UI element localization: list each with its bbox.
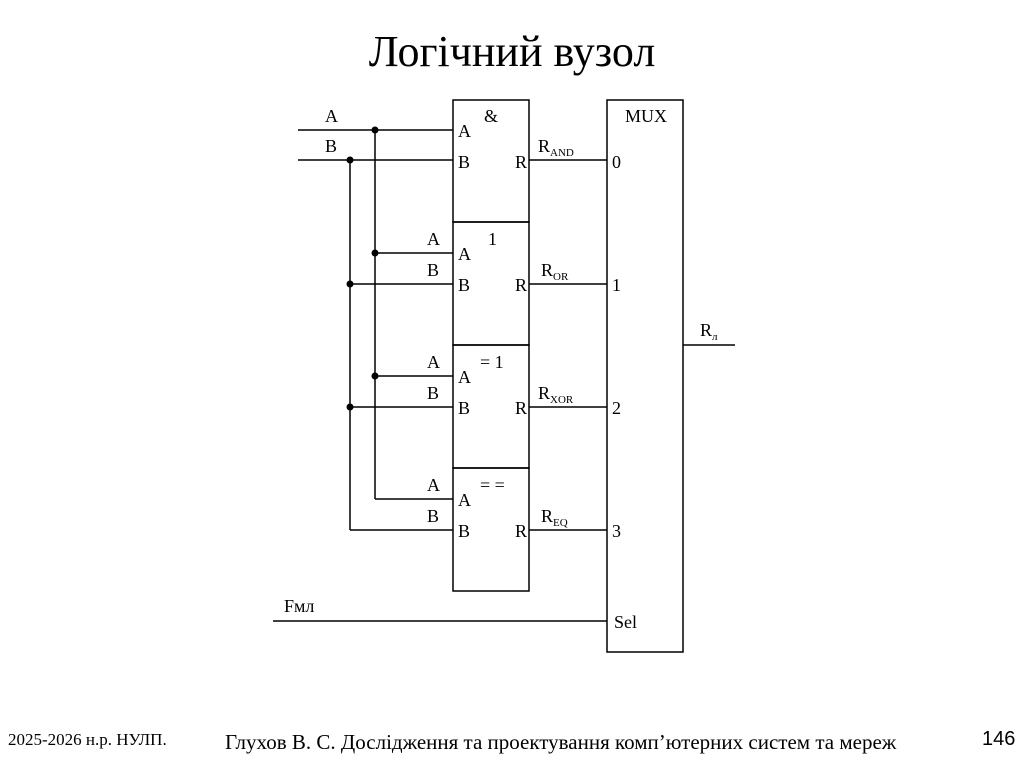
gate-input-a-label: A [458,121,471,141]
mux-block [606,99,684,653]
mux-input-label: 0 [612,152,621,172]
mux-select-label: Sel [614,612,637,632]
slide-title: Логічний вузол [368,27,656,76]
junction-dot [346,156,354,164]
external-a-label: A [427,352,440,372]
gate-input-b-label: B [458,275,470,295]
mux-label: MUX [625,106,667,126]
external-b-label: B [427,506,439,526]
junction-dot [371,372,379,380]
external-a-label: A [427,475,440,495]
gate-output-label: R [515,152,527,172]
junction-dot [371,249,379,257]
result-or-label: ROR [541,260,569,283]
select-input-label: Fмл [284,596,314,616]
input-b-label: B [325,136,337,156]
junction-dot [346,280,354,288]
result-eq-label: REQ [541,506,568,529]
gate-input-a-label: A [458,367,471,387]
mux-input-label: 3 [612,521,621,541]
external-b-label: B [427,383,439,403]
mux-input-label: 1 [612,275,621,295]
junction-dot [371,126,379,134]
mux-output-label: Rл [700,320,718,343]
external-b-label: B [427,260,439,280]
result-xor-label: RXOR [538,383,574,406]
mux-input-label: 2 [612,398,621,418]
gate-output-label: R [515,521,527,541]
footer-academic-year: 2025-2026 н.р. НУЛП. [8,730,167,749]
gate-symbol: & [484,106,498,126]
junction-dot [346,403,354,411]
page-number: 146 [982,728,1016,750]
gate-input-a-label: A [458,490,471,510]
gate-input-a-label: A [458,244,471,264]
gate-symbol: = 1 [480,352,504,372]
external-a-label: A [427,229,440,249]
gate-symbol: = = [480,475,505,495]
result-and-label: RAND [538,136,574,159]
footer-course-title: Глухов В. С. Дослідження та проектування… [225,730,897,754]
input-a-label: A [325,106,338,126]
gate-input-b-label: B [458,398,470,418]
gate-symbol: 1 [488,229,497,249]
gate-output-label: R [515,398,527,418]
gate-output-label: R [515,275,527,295]
gate-input-b-label: B [458,152,470,172]
gate-input-b-label: B [458,521,470,541]
